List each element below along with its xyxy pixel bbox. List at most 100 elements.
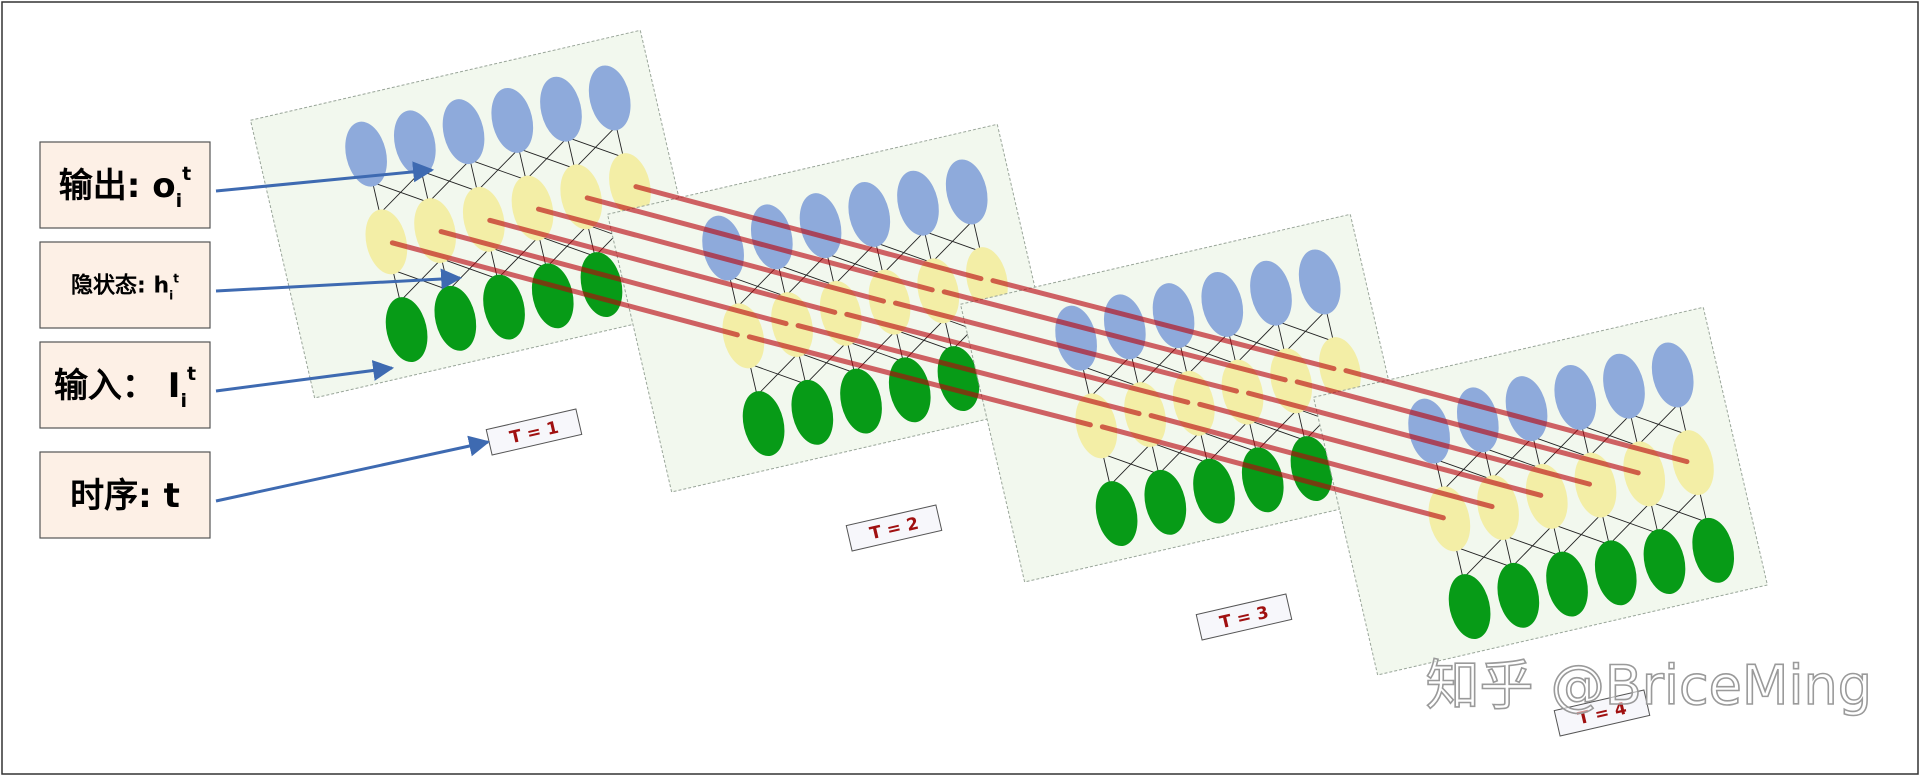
- input-hidden-link: [1199, 431, 1208, 463]
- hidden-output-link: [615, 126, 624, 158]
- hidden-output-link: [1082, 366, 1091, 398]
- hidden-node: [511, 175, 554, 241]
- hidden-output-link: [372, 181, 429, 203]
- hidden-node: [1428, 486, 1471, 552]
- recurrent-link: [438, 229, 789, 327]
- hidden-output-link: [972, 220, 981, 252]
- hidden-output-link: [1532, 436, 1541, 469]
- hidden-node: [917, 258, 960, 324]
- watermark: 知乎 @BriceMing: [1426, 654, 1872, 717]
- input-hidden-link: [1248, 419, 1306, 441]
- input-hidden-link: [1297, 409, 1306, 441]
- legend-label-input: 输入： Iit: [54, 363, 196, 412]
- recurrent-link: [584, 195, 935, 293]
- hidden-output-link: [567, 136, 624, 158]
- hidden-output-link: [1277, 320, 1334, 342]
- legend-label-time: 时序: t: [70, 476, 180, 516]
- hidden-output-link: [875, 242, 884, 274]
- input-node: [791, 379, 834, 445]
- timestep-panel: [606, 123, 1062, 493]
- input-hidden-link: [1248, 420, 1257, 452]
- timestep-label-box: [845, 504, 943, 552]
- recurrent-link: [941, 289, 1288, 383]
- input-hidden-link: [1455, 547, 1464, 579]
- recurrent-link: [389, 240, 740, 338]
- input-hidden-link: [847, 341, 904, 362]
- legend-pointer-arrow: [215, 268, 463, 293]
- legend-label-output: 输出: oit: [59, 163, 191, 212]
- hidden-output-link: [778, 264, 835, 286]
- recurrent-link: [1099, 424, 1446, 521]
- hidden-node: [365, 209, 408, 275]
- hidden-node: [868, 269, 911, 335]
- input-node: [1546, 551, 1588, 617]
- hidden-output-link: [1630, 414, 1639, 446]
- input-node: [1497, 562, 1540, 628]
- output-node: [945, 159, 988, 225]
- hidden-node: [1574, 452, 1617, 518]
- input-node: [1692, 517, 1735, 583]
- input-hidden-link: [1455, 546, 1512, 568]
- legend-box-time: [39, 451, 211, 539]
- hidden-output-link: [924, 230, 981, 252]
- hidden-output-link: [1483, 448, 1492, 480]
- legend-label-hidden: 隐状态: hit: [71, 272, 179, 303]
- legend-box-input: [39, 341, 211, 429]
- legend-symbol: 输入： I: [54, 366, 181, 406]
- input-hidden-link: [895, 330, 904, 362]
- connections: [1435, 402, 1708, 579]
- recurrent-link: [1246, 390, 1593, 487]
- input-node: [742, 391, 785, 457]
- recurrent-link: [1197, 401, 1544, 498]
- hidden-output-link: [469, 159, 527, 181]
- legend-pointer-arrow: [215, 360, 395, 393]
- hidden-output-link: [1435, 458, 1492, 480]
- hidden-node: [1525, 463, 1568, 529]
- recurrent-link: [633, 184, 984, 282]
- hidden-output-link: [924, 231, 933, 263]
- input-hidden-link: [489, 247, 498, 279]
- hidden-node: [1124, 382, 1166, 448]
- hidden-node: [1270, 348, 1313, 414]
- recurrent-link: [990, 278, 1337, 372]
- hidden-output-link: [1277, 321, 1286, 353]
- input-hidden-link: [1504, 535, 1561, 557]
- hidden-output-link: [1228, 332, 1285, 354]
- hidden-node: [1672, 430, 1714, 496]
- input-hidden-link: [749, 364, 758, 396]
- legend-subscript: i: [180, 390, 187, 412]
- input-hidden-link: [538, 235, 596, 257]
- input-hidden-link: [1601, 513, 1610, 545]
- hidden-output-link: [1484, 447, 1541, 469]
- output-node: [1201, 271, 1244, 337]
- input-node: [1241, 447, 1284, 513]
- input-hidden-link: [587, 225, 596, 257]
- hidden-output-link: [777, 265, 786, 297]
- legend-subscript: i: [169, 289, 173, 303]
- legend-symbol: 隐状态: h: [71, 273, 169, 299]
- recurrent-link: [1343, 368, 1690, 465]
- output-node: [442, 99, 485, 165]
- output-node: [897, 170, 939, 236]
- input-hidden-link: [490, 247, 547, 268]
- hidden-node: [462, 186, 505, 252]
- legend-subscript: i: [176, 190, 183, 212]
- timestep-label: T = 3: [1195, 593, 1293, 641]
- output-node: [1505, 376, 1548, 442]
- input-hidden-link: [1552, 524, 1561, 556]
- timestep-label: T = 1: [485, 408, 583, 456]
- input-node: [1643, 529, 1686, 595]
- legend-pointer-arrow: [215, 161, 435, 193]
- hidden-output-link: [518, 148, 575, 170]
- legend-superscript: t: [182, 163, 191, 185]
- hidden-output-link: [1581, 425, 1590, 457]
- hidden-node: [1319, 337, 1361, 403]
- hidden-output-link: [826, 253, 884, 275]
- output-node: [345, 121, 387, 187]
- legend-box-hidden: [39, 241, 211, 329]
- legend-symbol: 时序: t: [70, 476, 180, 516]
- hidden-output-link: [826, 253, 835, 286]
- input-hidden-link: [538, 236, 547, 268]
- input-hidden-link: [1151, 442, 1160, 475]
